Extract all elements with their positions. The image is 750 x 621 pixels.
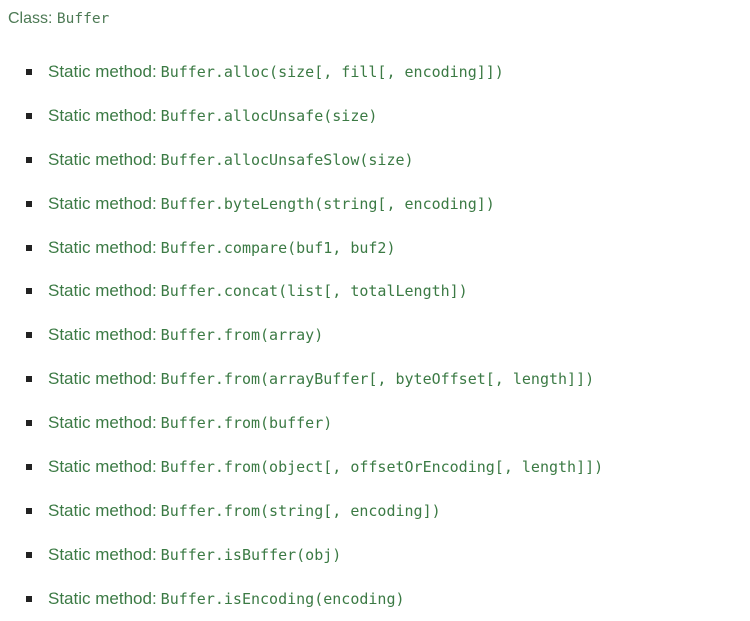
method-prefix: Static method: (48, 369, 157, 389)
method-signature: Buffer.byteLength(string[, encoding]) (160, 194, 495, 213)
method-list: Static method:Buffer.alloc(size[, fill[,… (0, 50, 603, 621)
method-prefix: Static method: (48, 237, 157, 257)
bullet-icon (26, 376, 32, 383)
method-link[interactable]: Static method:Buffer.from(buffer) (0, 401, 603, 445)
class-heading-link[interactable]: Class: Buffer (8, 10, 109, 28)
bullet-icon (26, 464, 32, 471)
bullet-icon (26, 288, 32, 295)
method-link[interactable]: Static method:Buffer.isBuffer(obj) (0, 533, 603, 577)
method-signature: Buffer.from(object[, offsetOrEncoding[, … (160, 457, 604, 476)
method-signature: Buffer.from(array) (160, 326, 324, 345)
bullet-icon (26, 507, 32, 514)
method-link[interactable]: Static method:Buffer.from(object[, offse… (0, 445, 603, 489)
method-prefix: Static method: (48, 456, 157, 476)
method-link[interactable]: Static method:Buffer.from(string[, encod… (0, 489, 603, 533)
method-signature: Buffer.from(buffer) (160, 414, 333, 433)
bullet-icon (26, 156, 32, 163)
method-link[interactable]: Static method:Buffer.concat(list[, total… (0, 269, 603, 313)
method-signature: Buffer.concat(list[, totalLength]) (160, 282, 468, 301)
method-prefix: Static method: (48, 61, 157, 81)
method-signature: Buffer.isEncoding(encoding) (160, 589, 405, 608)
bullet-icon (26, 200, 32, 207)
class-label: Class: (8, 10, 53, 27)
method-signature: Buffer.from(arrayBuffer[, byteOffset[, l… (160, 370, 595, 389)
bullet-icon (26, 112, 32, 119)
method-link[interactable]: Static method:Buffer.byteLength(string[,… (0, 182, 603, 226)
method-prefix: Static method: (48, 588, 157, 608)
method-signature: Buffer.compare(buf1, buf2) (160, 238, 396, 257)
bullet-icon (26, 244, 32, 251)
method-prefix: Static method: (48, 105, 157, 125)
method-prefix: Static method: (48, 325, 157, 345)
method-signature: Buffer.allocUnsafeSlow(size) (160, 150, 414, 169)
method-link[interactable]: Static method:Buffer.from(arrayBuffer[, … (0, 357, 603, 401)
method-signature: Buffer.isBuffer(obj) (160, 545, 342, 564)
method-link[interactable]: Static method:Buffer.from(array) (0, 313, 603, 357)
method-link[interactable]: Static method:Buffer.alloc(size[, fill[,… (0, 50, 603, 94)
method-signature: Buffer.allocUnsafe(size) (160, 106, 378, 125)
class-name: Buffer (56, 11, 110, 27)
method-prefix: Static method: (48, 281, 157, 301)
bullet-icon (26, 420, 32, 427)
bullet-icon (26, 332, 32, 339)
method-prefix: Static method: (48, 413, 157, 433)
bullet-icon (26, 551, 32, 558)
bullet-icon (26, 69, 32, 75)
method-link[interactable]: Static method:Buffer.compare(buf1, buf2) (0, 226, 603, 270)
bullet-icon (26, 595, 32, 602)
method-prefix: Static method: (48, 544, 157, 564)
method-prefix: Static method: (48, 193, 157, 213)
method-prefix: Static method: (48, 149, 157, 169)
method-prefix: Static method: (48, 500, 157, 520)
method-signature: Buffer.from(string[, encoding]) (160, 501, 441, 520)
method-signature: Buffer.alloc(size[, fill[, encoding]]) (160, 62, 504, 81)
method-link[interactable]: Static method:Buffer.allocUnsafeSlow(siz… (0, 138, 603, 182)
method-link[interactable]: Static method:Buffer.allocUnsafe(size) (0, 94, 603, 138)
method-link[interactable]: Static method:Buffer.isEncoding(encoding… (0, 577, 603, 621)
